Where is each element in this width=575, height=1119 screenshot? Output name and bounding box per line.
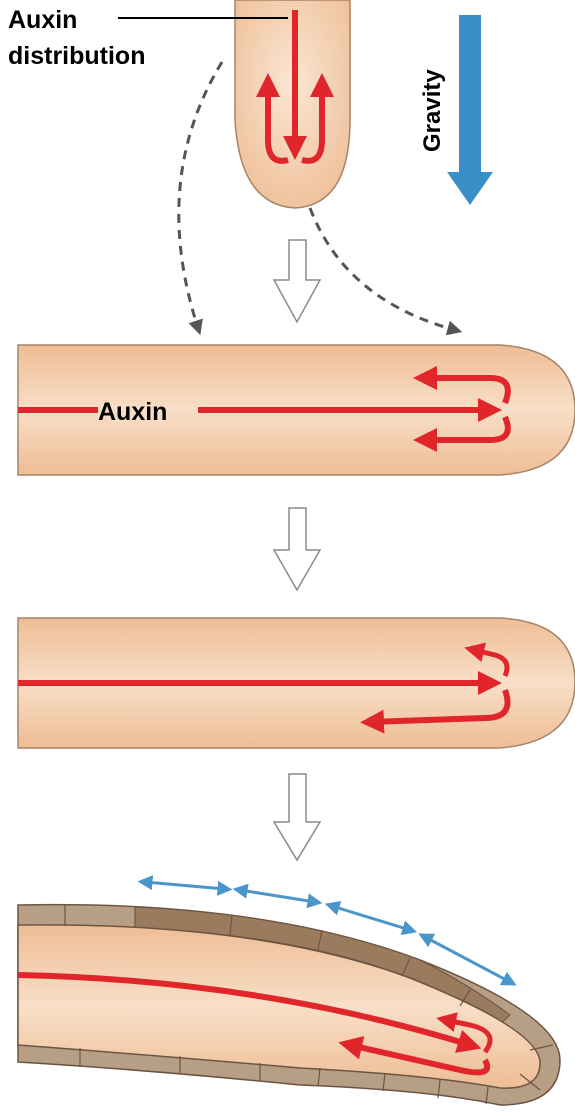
step-arrow-3 xyxy=(274,774,320,860)
dashed-arrow-left xyxy=(179,62,222,328)
gravity-group: Gravity xyxy=(419,15,493,205)
gravity-label: Gravity xyxy=(419,69,446,152)
bending-root-panel xyxy=(18,882,560,1105)
growth-arrow-3 xyxy=(332,906,410,930)
dashed-arrow-right xyxy=(310,208,455,330)
auxin-distribution-label-line1: Auxin xyxy=(8,6,77,34)
horizontal-root-2-panel xyxy=(18,618,575,860)
step-arrow-2 xyxy=(274,508,320,590)
gravity-arrow-shaft xyxy=(459,15,481,175)
horizontal-root-1-panel: Auxin xyxy=(18,345,575,590)
growth-arrow-1 xyxy=(145,882,225,889)
vertical-root-panel: Auxin distribution Gravity xyxy=(8,0,493,330)
auxin-distribution-label-line2: distribution xyxy=(8,42,145,70)
gravity-arrow-head xyxy=(447,172,493,205)
step-arrow-1 xyxy=(274,240,320,322)
auxin-label: Auxin xyxy=(98,398,167,426)
growth-arrow-2 xyxy=(240,890,315,902)
